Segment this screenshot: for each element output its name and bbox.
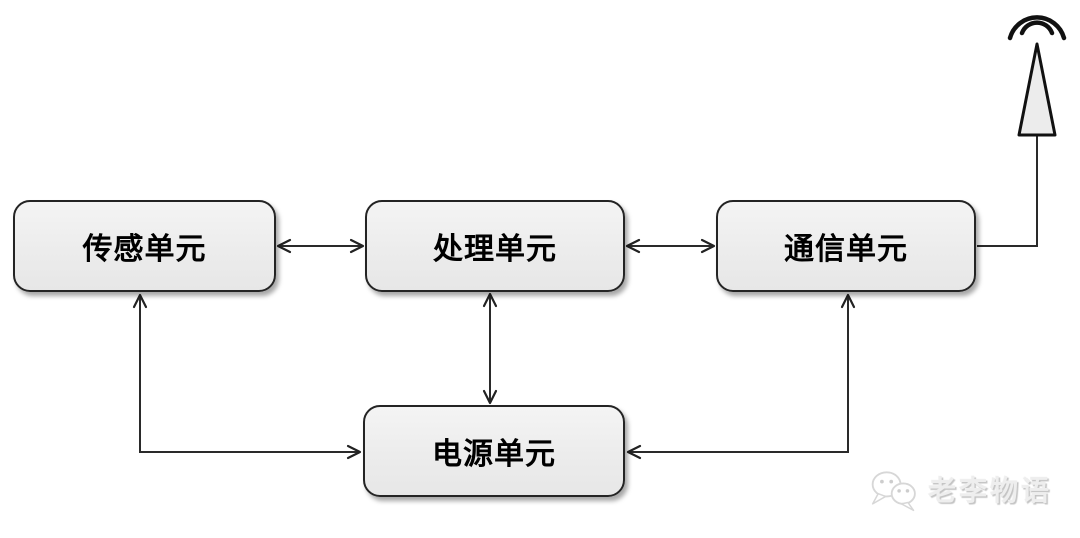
edge-power-communication [626,293,856,460]
node-communication-unit: 通信单元 [716,200,976,292]
node-power-unit: 电源单元 [363,405,625,497]
edge-communication-antenna [977,136,1038,247]
node-sensor-unit: 传感单元 [13,200,276,292]
antenna-icon [1007,15,1067,137]
node-processing-unit-label: 处理单元 [433,233,557,266]
node-processing-unit: 处理单元 [365,200,625,292]
node-power-unit-label: 电源单元 [432,438,556,471]
node-communication-unit-label: 通信单元 [784,233,908,266]
watermark-text: 老李物语 [927,475,1052,506]
edge-power-sensor [132,293,362,460]
watermark: 老李物语 [868,466,1052,512]
wechat-logo-icon [871,471,916,512]
node-sensor-unit-label: 传感单元 [82,233,207,266]
